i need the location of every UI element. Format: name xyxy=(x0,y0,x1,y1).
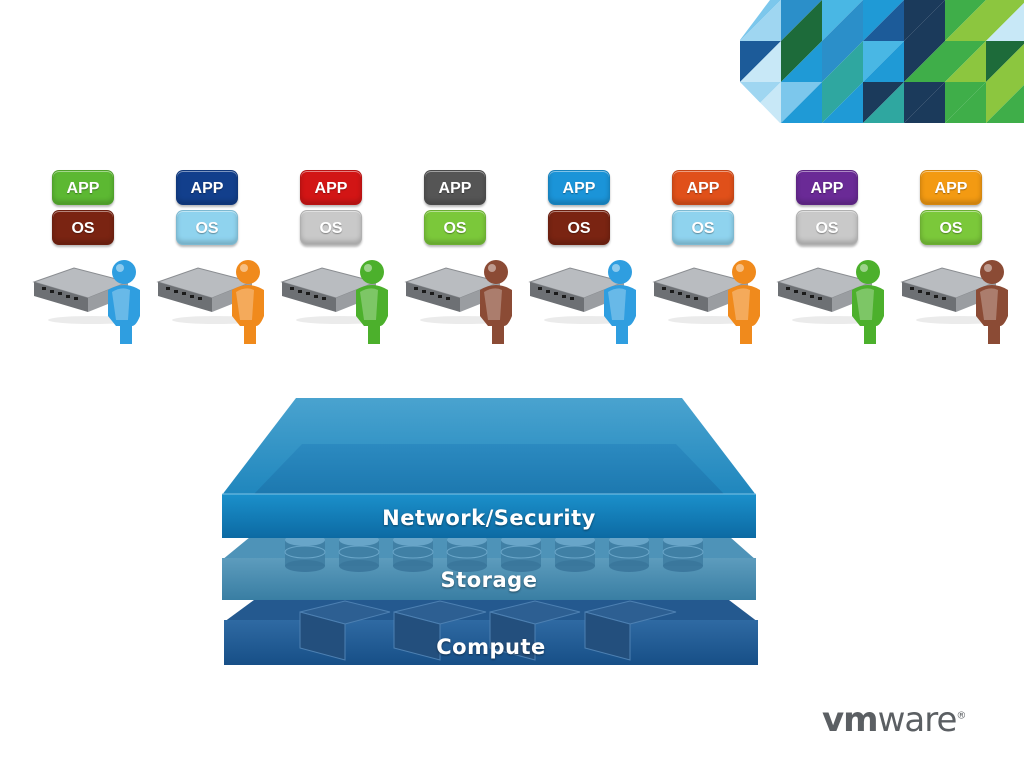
os-tile: OS xyxy=(300,210,362,245)
mosaic-triangle xyxy=(822,82,863,123)
user-icon xyxy=(356,260,388,344)
disk-icon xyxy=(662,534,704,572)
app-tile: APP xyxy=(796,170,858,205)
mosaic-triangle xyxy=(863,41,904,82)
vm-column: APP OS xyxy=(280,170,410,345)
vm-column: APP OS xyxy=(652,170,782,345)
storage-label: Storage xyxy=(440,568,538,592)
user-icon xyxy=(604,260,636,344)
mosaic-triangle xyxy=(863,82,904,123)
os-tile: OS xyxy=(52,210,114,245)
user-icon xyxy=(232,260,264,344)
compute-hosts xyxy=(299,600,677,661)
server-user-figure xyxy=(528,260,636,344)
mosaic-triangle xyxy=(740,0,781,41)
storage-layer xyxy=(222,534,756,600)
vm-column: APP OS xyxy=(404,170,534,345)
host-icon xyxy=(489,600,581,661)
app-tile: APP xyxy=(424,170,486,205)
vm-column: APP OS xyxy=(776,170,906,345)
user-icon xyxy=(852,260,884,344)
disk-icon xyxy=(392,534,434,572)
host-icon xyxy=(584,600,677,661)
server-user-figure xyxy=(652,260,760,344)
app-tile: APP xyxy=(920,170,982,205)
server-user-figure xyxy=(32,260,140,344)
mosaic-triangle xyxy=(904,41,945,82)
vmware-logo-bold: vm xyxy=(822,700,879,740)
vmware-logo-light: ware xyxy=(877,700,958,740)
network-security-label: Network/Security xyxy=(382,506,596,530)
vm-column: APP OS xyxy=(528,170,658,345)
network-security-layer xyxy=(222,398,756,538)
compute-label: Compute xyxy=(436,635,546,659)
vm-column: APP OS xyxy=(900,170,1024,345)
user-icon xyxy=(728,260,760,344)
vm-column: APP OS xyxy=(32,170,162,345)
mosaic-triangle xyxy=(822,0,863,41)
disk-icon xyxy=(608,534,650,572)
server-user-figure xyxy=(900,260,1008,344)
mosaic-triangle xyxy=(781,0,822,41)
mosaic-triangle xyxy=(904,0,945,41)
os-tile: OS xyxy=(424,210,486,245)
os-tile: OS xyxy=(548,210,610,245)
app-tile: APP xyxy=(548,170,610,205)
vm-column: APP OS xyxy=(156,170,286,345)
os-tile: OS xyxy=(672,210,734,245)
disk-icon xyxy=(500,534,542,572)
mosaic-triangle xyxy=(986,85,1024,123)
user-icon xyxy=(976,260,1008,344)
mosaic-triangle xyxy=(945,0,986,41)
user-icon xyxy=(108,260,140,344)
host-icon xyxy=(299,600,391,661)
app-tile: APP xyxy=(52,170,114,205)
disk-icon xyxy=(284,534,326,572)
app-tile: APP xyxy=(672,170,734,205)
compute-layer xyxy=(224,597,758,665)
registered-mark: ® xyxy=(956,710,967,722)
vmware-mosaic-logo xyxy=(740,0,1024,123)
mosaic-triangle xyxy=(986,44,1024,82)
storage-disks xyxy=(284,534,704,572)
mosaic-triangle xyxy=(945,82,986,123)
server-user-figure xyxy=(156,260,264,344)
mosaic-triangle xyxy=(986,82,1024,123)
disk-icon xyxy=(338,534,380,572)
app-tile: APP xyxy=(300,170,362,205)
user-icon xyxy=(480,260,512,344)
app-tile: APP xyxy=(176,170,238,205)
mosaic-triangle xyxy=(945,41,986,82)
host-icon xyxy=(393,600,487,661)
disk-icon xyxy=(446,534,488,572)
os-tile: OS xyxy=(920,210,982,245)
server-user-figure xyxy=(776,260,884,344)
mosaic-triangle xyxy=(986,41,1024,82)
os-tile: OS xyxy=(796,210,858,245)
server-user-figure xyxy=(280,260,388,344)
mosaic-triangle xyxy=(740,41,781,82)
mosaic-triangle xyxy=(986,3,1024,41)
mosaic-triangle xyxy=(822,41,863,82)
mosaic-triangle xyxy=(781,41,822,82)
mosaic-triangle xyxy=(904,82,945,123)
os-tile: OS xyxy=(176,210,238,245)
mosaic-triangle xyxy=(986,0,1024,41)
mosaic-triangle xyxy=(781,82,822,123)
mosaic-triangle xyxy=(863,0,904,41)
server-user-figure xyxy=(404,260,512,344)
disk-icon xyxy=(554,534,596,572)
vmware-logo: vmware® xyxy=(822,700,966,740)
